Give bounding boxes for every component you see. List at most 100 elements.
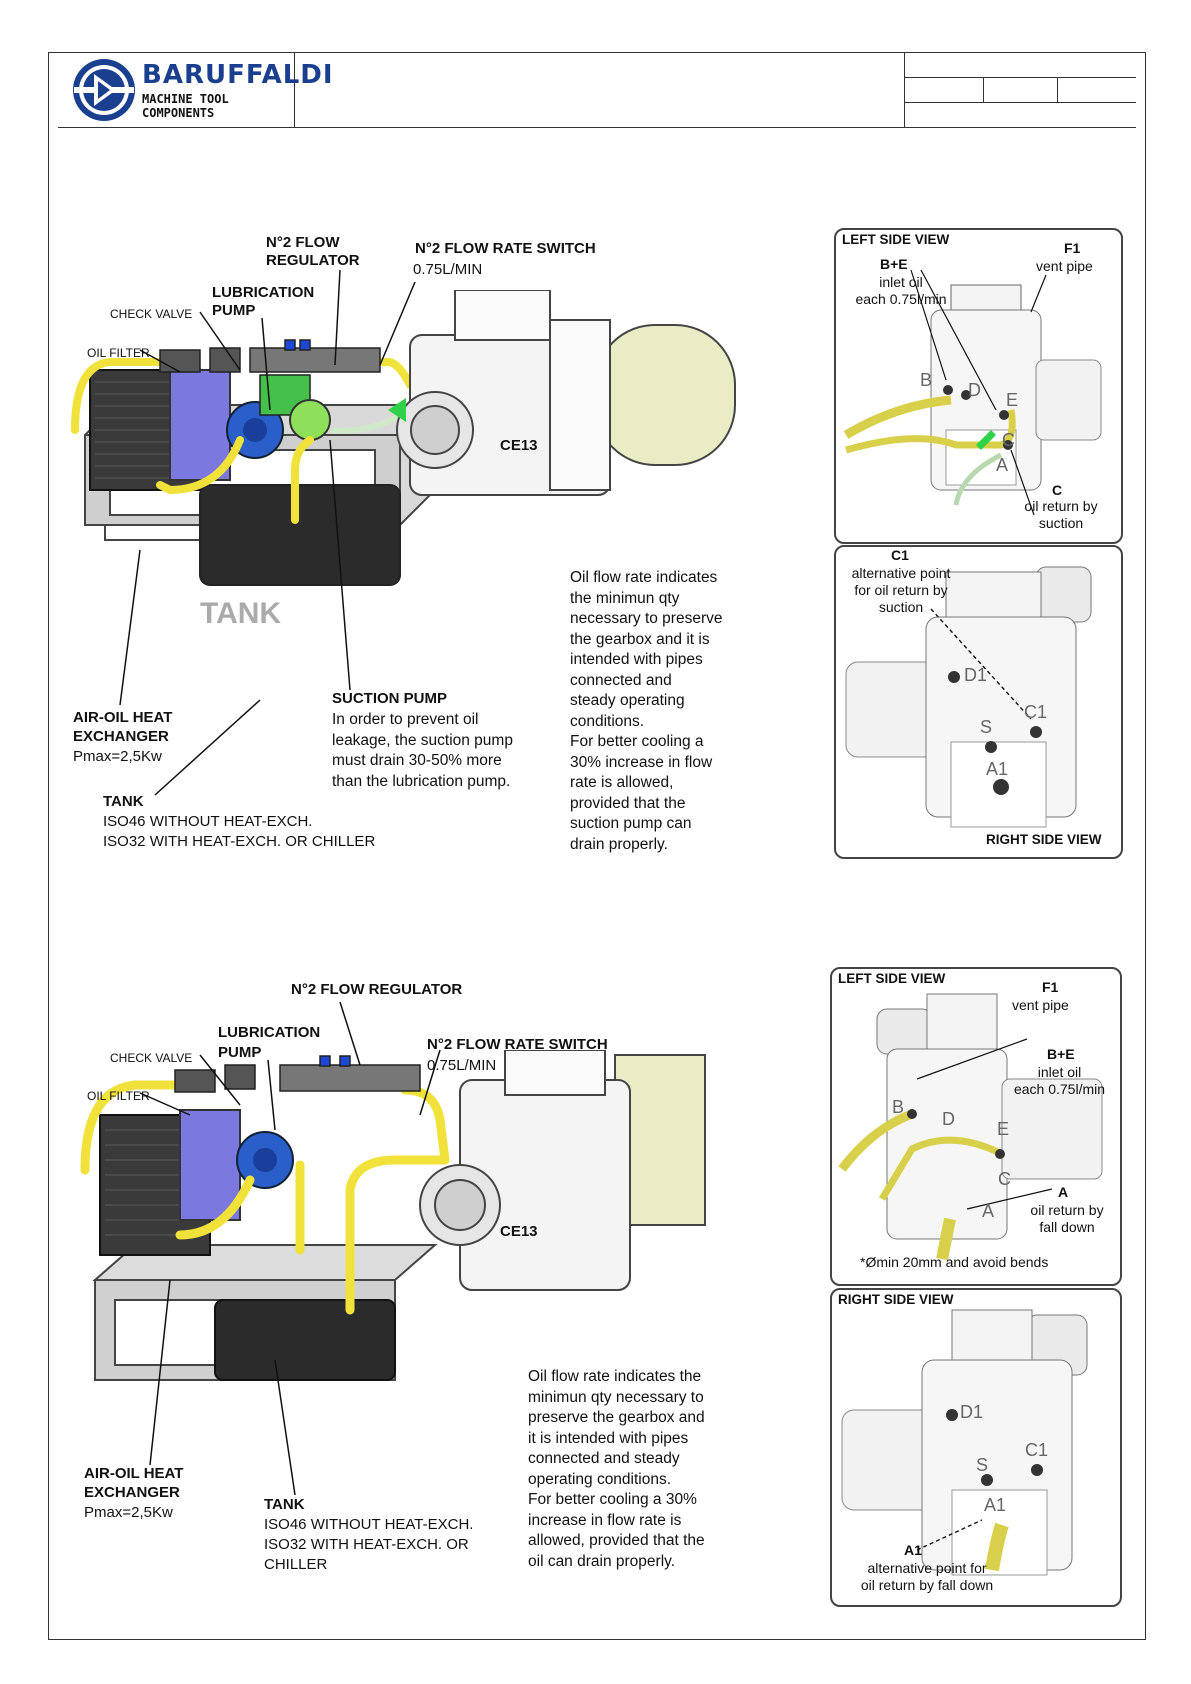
oil-pipes [71,358,414,524]
logo-subtitle-text: MACHINE TOOL COMPONENTS [142,92,229,120]
title-block-divider [294,52,295,128]
port-d1-label: D1 [964,665,988,685]
flow-rate-value-2: 0.75L/MIN [427,1057,497,1074]
heat-exchanger-value: Pmax=2,5Kw [73,748,162,765]
title-block-divider [904,52,905,128]
page-frame [48,52,1146,1640]
company-logo: BARUFFALDI MACHINE TOOL COMPONENTS [70,56,333,124]
oil-filter-label: OIL FILTER [87,346,150,360]
tank-title: TANK [103,793,144,810]
port-b-label-2: B [892,1097,905,1117]
heat-exchanger-title: AIR-OIL HEAT EXCHANGER [73,709,173,745]
right-side-view-drawing-2 [841,1309,1088,1576]
port-s-label-2: S [976,1455,989,1475]
f1-text-2: vent pipe [1012,997,1069,1013]
port-e-label: E [1006,390,1019,410]
tank-title-2: TANK [264,1496,305,1513]
f1-text: vent pipe [1036,258,1093,274]
right-side-view-title-2: RIGHT SIDE VIEW [838,1292,954,1307]
suction-pump-title: SUCTION PUMP [332,690,448,707]
flow-regulator-label: N°2 FLOW REGULATOR [266,234,360,269]
tank-line-3-2: CHILLER [264,1556,328,1573]
port-b-label: B [920,370,933,390]
port-a-label: A [996,455,1009,475]
c-text: oil return by suction [1024,498,1098,531]
left-side-view-drawing-2 [838,993,1103,1261]
c1-label: C1 [891,547,909,563]
title-block-cell-line [1057,77,1058,102]
title-block [58,52,1136,128]
flow-block [174,1055,421,1093]
title-block-cell-line [983,77,984,102]
be-label: B+E [880,256,908,272]
port-c1-label: C1 [1024,702,1048,722]
gearbox-motor-unit [419,1050,706,1291]
c-label: C [1052,482,1063,498]
leader-lines-1 [119,269,416,796]
flow-rate-switch-label-2: N°2 FLOW RATE SWITCH [427,1036,608,1053]
be-label-2: B+E [1047,1046,1075,1062]
port-a1-label-2: A1 [984,1495,1007,1515]
a1-label-2: A1 [904,1542,922,1558]
left-side-view-panel-2: LEFT SIDE VIEW F1 vent pipe B+E inlet oi… [830,967,1122,1286]
title-block-row-line [904,102,1136,103]
oil-pipes [80,1080,450,1315]
footnote-2: *Ømin 20mm and avoid bends [860,1254,1049,1270]
port-e-label-2: E [997,1119,1010,1139]
gearbox-motor-unit [396,290,736,496]
c1-text: alternative point for oil return by suct… [851,565,951,615]
a-label-2: A [1058,1184,1069,1200]
check-valve-label-2: CHECK VALVE [110,1051,193,1065]
flow-arrow-icon [388,398,406,422]
lubrication-pump [236,1131,294,1189]
logo-emblem-icon [73,59,135,121]
leader-lines-2 [139,1001,441,1496]
right-side-view-title: RIGHT SIDE VIEW [986,832,1102,847]
left-side-view-panel-1: LEFT SIDE VIEW F1 vent pipe B+E inlet oi… [834,228,1123,544]
lubrication-system-illustration-1 [71,290,736,586]
heat-exchanger-title-2: AIR-OIL HEAT EXCHANGER [84,1465,184,1501]
flow-block [159,339,381,373]
left-side-view-title: LEFT SIDE VIEW [842,232,950,247]
tank-line-2-2: ISO32 WITH HEAT-EXCH. OR [264,1536,469,1553]
port-s-label: S [980,717,993,737]
tank [214,1299,396,1381]
lubrication-pump-label-2: LUBRICATION PUMP [218,1024,321,1061]
a-text-2: oil return by fall down [1030,1202,1104,1235]
port-a1-label: A1 [986,759,1009,779]
right-side-view-panel-2: RIGHT SIDE VIEW D1 S C1 A1 A1 alternativ… [830,1288,1122,1607]
check-valve-label: CHECK VALVE [110,307,193,321]
heat-exchanger-value-2: Pmax=2,5Kw [84,1504,173,1521]
heat-exchanger [89,369,231,491]
f1-label: F1 [1064,240,1081,256]
be-text: inlet oil each 0.75l/min [855,274,947,307]
title-block-row-line [904,77,1136,78]
left-side-view-title-2: LEFT SIDE VIEW [838,971,946,986]
port-d1-label-2: D1 [960,1402,984,1422]
right-side-view-drawing [845,566,1092,828]
right-side-view-panel-1: C1 alternative point for oil return by s… [834,545,1123,859]
oil-flow-note-2: Oil flow rate indicates the minimun qty … [528,1368,705,1570]
ce13-label-2: CE13 [500,1223,538,1240]
left-side-view-drawing [843,269,1102,516]
tank-line-2: ISO32 WITH HEAT-EXCH. OR CHILLER [103,833,376,850]
flow-rate-switch-label: N°2 FLOW RATE SWITCH [415,240,596,257]
port-d-label: D [968,380,981,400]
tank-line-1: ISO46 WITHOUT HEAT-EXCH. [103,813,313,830]
port-d-label-2: D [942,1109,955,1129]
flow-regulator-label-2: N°2 FLOW REGULATOR [291,981,463,998]
logo-brand-text: BARUFFALDI [142,60,334,90]
f1-label-2: F1 [1042,979,1059,995]
lubrication-pump-label: LUBRICATION PUMP [212,284,315,319]
tank [199,484,401,586]
a1-text-2: alternative point for oil return by fall… [860,1560,994,1593]
oil-filter-label-2: OIL FILTER [87,1089,150,1103]
port-c-label-2: C [998,1169,1011,1189]
port-c1-label-2: C1 [1025,1440,1049,1460]
oil-flow-note: Oil flow rate indicates the minimun qty … [570,569,723,853]
lubrication-system-illustration-2 [80,1050,706,1381]
port-a-label-2: A [982,1201,995,1221]
port-c-label: C [1002,430,1015,450]
tank-line-1-2: ISO46 WITHOUT HEAT-EXCH. [264,1516,474,1533]
be-text-2: inlet oil each 0.75l/min [1013,1064,1106,1097]
